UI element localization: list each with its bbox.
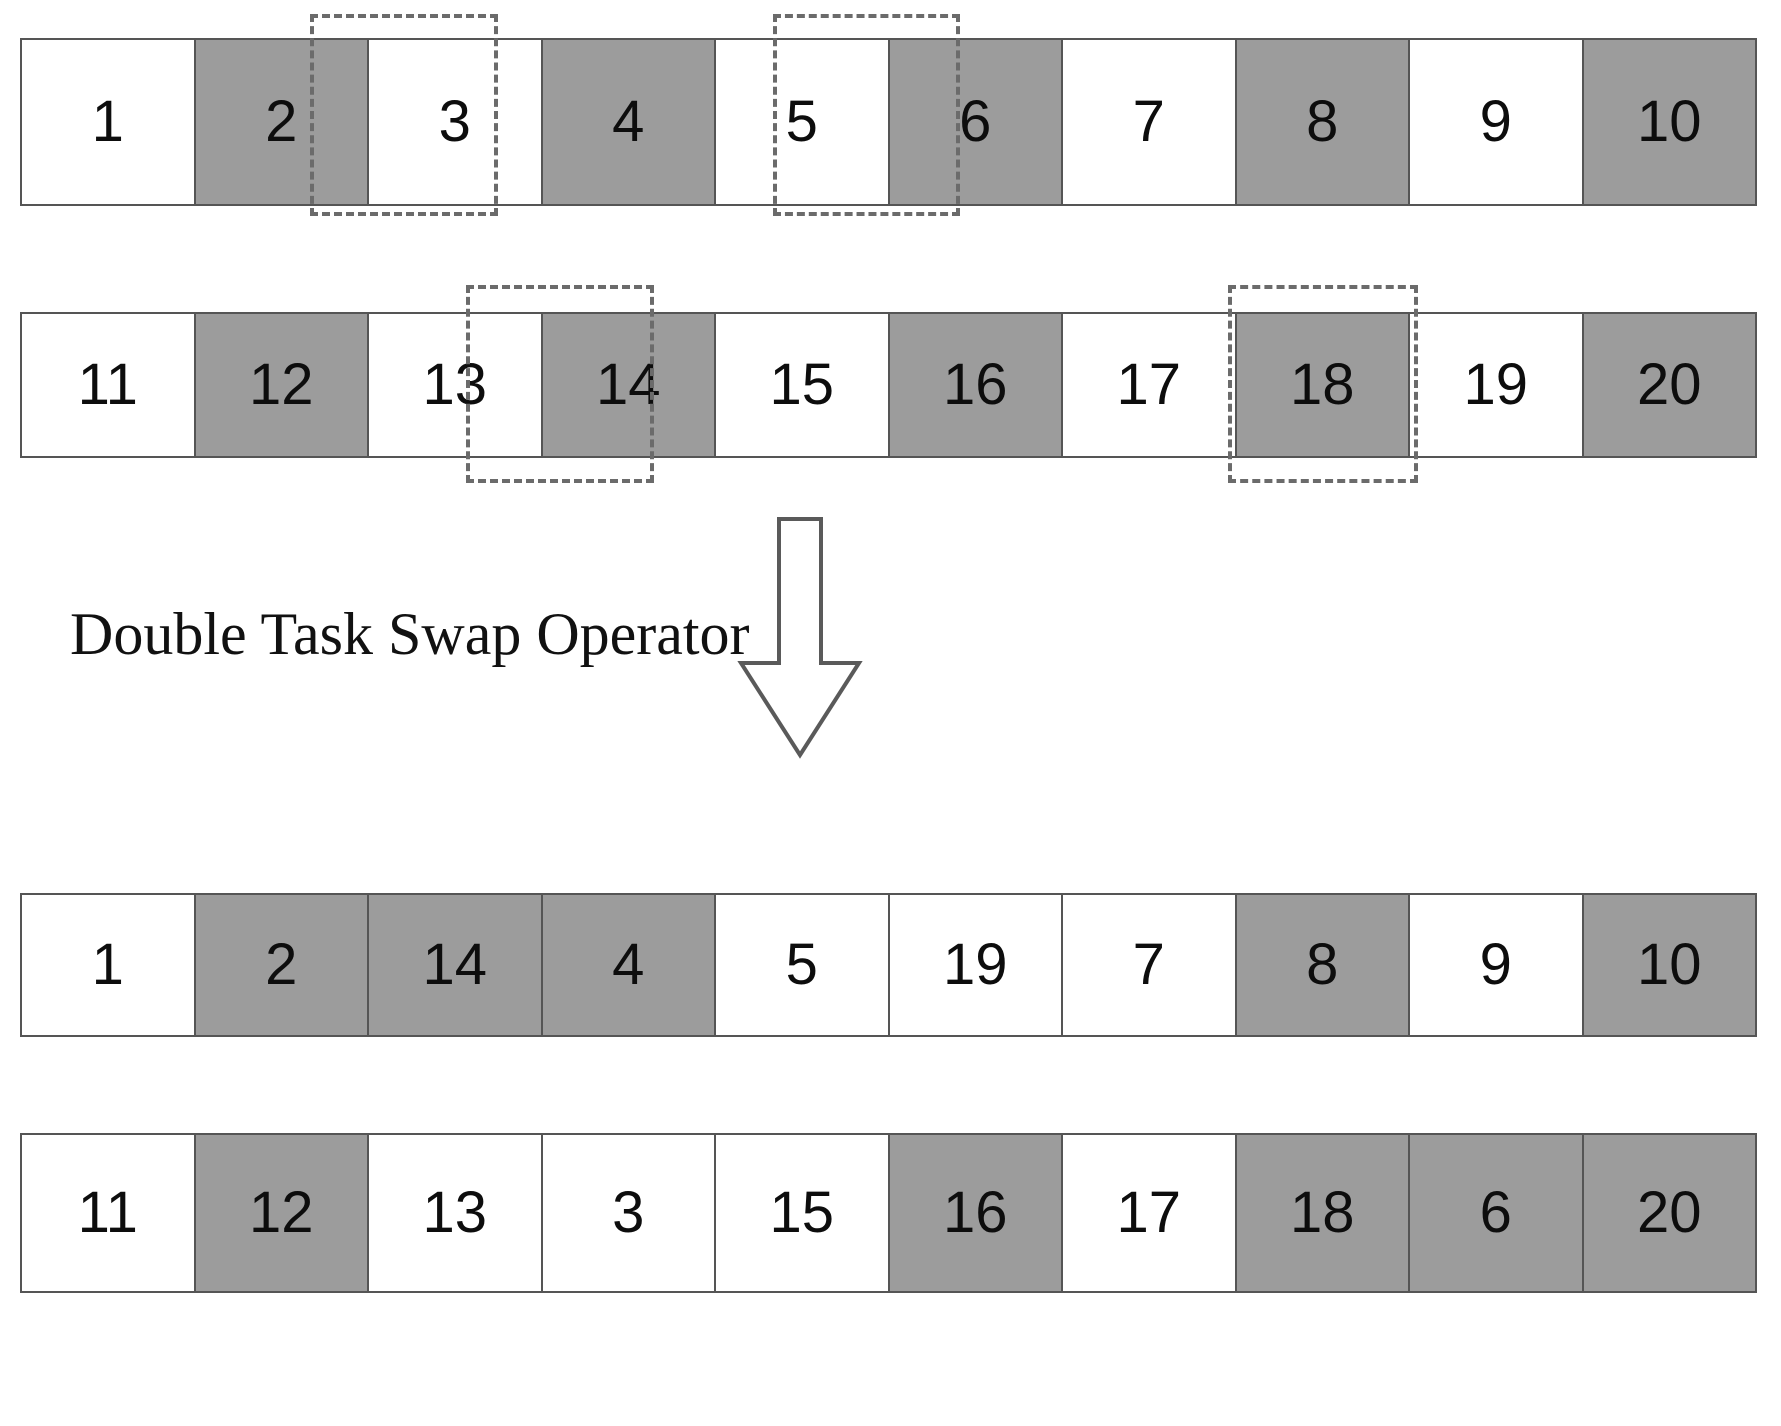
task-cell[interactable]: 13 xyxy=(367,1133,543,1293)
task-cell[interactable]: 10 xyxy=(1581,893,1757,1037)
task-cell[interactable]: 19 xyxy=(887,893,1063,1037)
task-cell[interactable]: 20 xyxy=(1581,1133,1757,1293)
task-cell[interactable]: 2 xyxy=(193,893,369,1037)
task-cell[interactable]: 3 xyxy=(367,38,543,206)
task-cell[interactable]: 3 xyxy=(540,1133,716,1293)
task-cell[interactable]: 9 xyxy=(1408,893,1584,1037)
task-cell[interactable]: 17 xyxy=(1061,312,1237,458)
task-cell[interactable]: 9 xyxy=(1408,38,1584,206)
task-cell[interactable]: 7 xyxy=(1061,38,1237,206)
task-cell[interactable]: 18 xyxy=(1234,1133,1410,1293)
task-cell[interactable]: 12 xyxy=(193,1133,369,1293)
task-cell[interactable]: 4 xyxy=(540,38,716,206)
offspring-solution-row-2: 11 12 13 3 15 16 17 18 6 20 xyxy=(20,1133,1757,1293)
task-cell[interactable]: 12 xyxy=(193,312,369,458)
task-cell[interactable]: 5 xyxy=(714,38,890,206)
task-cell[interactable]: 19 xyxy=(1408,312,1584,458)
task-cell[interactable]: 1 xyxy=(20,893,196,1037)
task-cell[interactable]: 4 xyxy=(540,893,716,1037)
task-cell[interactable]: 18 xyxy=(1234,312,1410,458)
task-cell[interactable]: 1 xyxy=(20,38,196,206)
parent-solution-row-1: 1 2 3 4 5 6 7 8 9 10 xyxy=(20,38,1757,206)
task-cell[interactable]: 13 xyxy=(367,312,543,458)
task-cell[interactable]: 10 xyxy=(1581,38,1757,206)
task-cell[interactable]: 6 xyxy=(1408,1133,1584,1293)
task-cell[interactable]: 14 xyxy=(367,893,543,1037)
task-cell[interactable]: 11 xyxy=(20,312,196,458)
task-cell[interactable]: 15 xyxy=(714,312,890,458)
task-cell[interactable]: 5 xyxy=(714,893,890,1037)
task-cell[interactable]: 17 xyxy=(1061,1133,1237,1293)
parent-solution-row-2: 11 12 13 14 15 16 17 18 19 20 xyxy=(20,312,1757,458)
task-cell[interactable]: 14 xyxy=(540,312,716,458)
down-arrow-icon xyxy=(735,515,865,760)
task-cell[interactable]: 15 xyxy=(714,1133,890,1293)
task-cell[interactable]: 11 xyxy=(20,1133,196,1293)
task-cell[interactable]: 7 xyxy=(1061,893,1237,1037)
task-cell[interactable]: 20 xyxy=(1581,312,1757,458)
operator-label: Double Task Swap Operator xyxy=(70,601,750,667)
offspring-solution-row-1: 1 2 14 4 5 19 7 8 9 10 xyxy=(20,893,1757,1037)
task-cell[interactable]: 2 xyxy=(193,38,369,206)
task-cell[interactable]: 6 xyxy=(887,38,1063,206)
task-cell[interactable]: 16 xyxy=(887,312,1063,458)
task-cell[interactable]: 8 xyxy=(1234,38,1410,206)
task-cell[interactable]: 16 xyxy=(887,1133,1063,1293)
task-cell[interactable]: 8 xyxy=(1234,893,1410,1037)
